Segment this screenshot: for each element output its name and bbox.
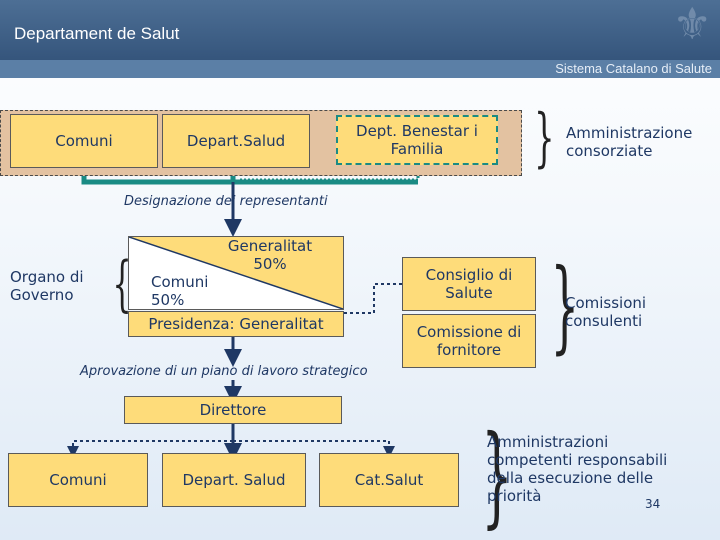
- commissione-box: Comissione di fornitore: [402, 314, 536, 368]
- dotted-connector-catsalut: [233, 440, 395, 458]
- comuni-label: Comuni: [55, 132, 113, 150]
- direttore-box: Direttore: [124, 396, 342, 424]
- catsalut-label: Cat.Salut: [354, 471, 424, 489]
- designazione-label: Designazione dei representanti: [124, 194, 328, 209]
- dotted-connector-consiglio: [344, 283, 402, 314]
- aprovazione-label: Aprovazione di un piano di lavoro strate…: [80, 364, 368, 379]
- generalitat-share-label: Generalitat 50%: [227, 237, 313, 273]
- comuni-share-label: Comuni 50%: [151, 273, 209, 309]
- direttore-label: Direttore: [199, 401, 267, 419]
- page-number: 34: [645, 497, 661, 511]
- organo-governo-label: Organo di Governo: [10, 268, 84, 304]
- commissione-label: Comissione di fornitore: [416, 323, 522, 359]
- subtitle-bar: Sistema Catalano di Salute: [0, 60, 720, 78]
- comuni-box: Comuni: [10, 114, 158, 168]
- bottom-depart-salud-label: Depart. Salud: [182, 471, 286, 489]
- brace-icon: }: [534, 101, 555, 175]
- benestar-label: Dept. Benestar i Familia: [356, 122, 478, 158]
- amministrazioni-label: Amministrazioni competenti responsabili …: [487, 433, 668, 505]
- row1-teal-dotted: [240, 160, 420, 182]
- brace-right-icon: }: [550, 247, 580, 364]
- bottom-comuni-label: Comuni: [49, 471, 107, 489]
- brace-bottom-icon: }: [481, 411, 513, 539]
- presidenza-label: Presidenza: Generalitat: [148, 315, 324, 333]
- governo-split-box: Generalitat 50% Comuni 50%: [128, 236, 344, 310]
- depart-salud-label: Depart.Salud: [186, 132, 286, 150]
- bottom-depart-salud-box: Depart. Salud: [162, 453, 306, 507]
- consiglio-box: Consiglio di Salute: [402, 257, 536, 311]
- depart-salud-box: Depart.Salud: [162, 114, 310, 168]
- slide-title: Departament de Salut: [14, 24, 180, 43]
- bottom-comuni-box: Comuni: [8, 453, 148, 507]
- commissioni-consulenti-label: Comissioni consulenti: [565, 294, 647, 330]
- presidenza-box: Presidenza: Generalitat: [128, 311, 344, 337]
- slide-subtitle: Sistema Catalano di Salute: [555, 61, 712, 76]
- benestar-box: Dept. Benestar i Familia: [336, 115, 498, 165]
- split-diagonal: [129, 237, 343, 309]
- amministrazione-consorziate-label: Amministrazione consorziate: [566, 124, 693, 160]
- brace-left-icon: {: [112, 249, 132, 319]
- slide-header: Departament de Salut ⚜: [0, 0, 720, 60]
- dotted-connector-comuni: [67, 440, 233, 458]
- logo-icon: ⚜: [672, 0, 712, 50]
- consiglio-label: Consiglio di Salute: [425, 266, 513, 302]
- catsalut-box: Cat.Salut: [319, 453, 459, 507]
